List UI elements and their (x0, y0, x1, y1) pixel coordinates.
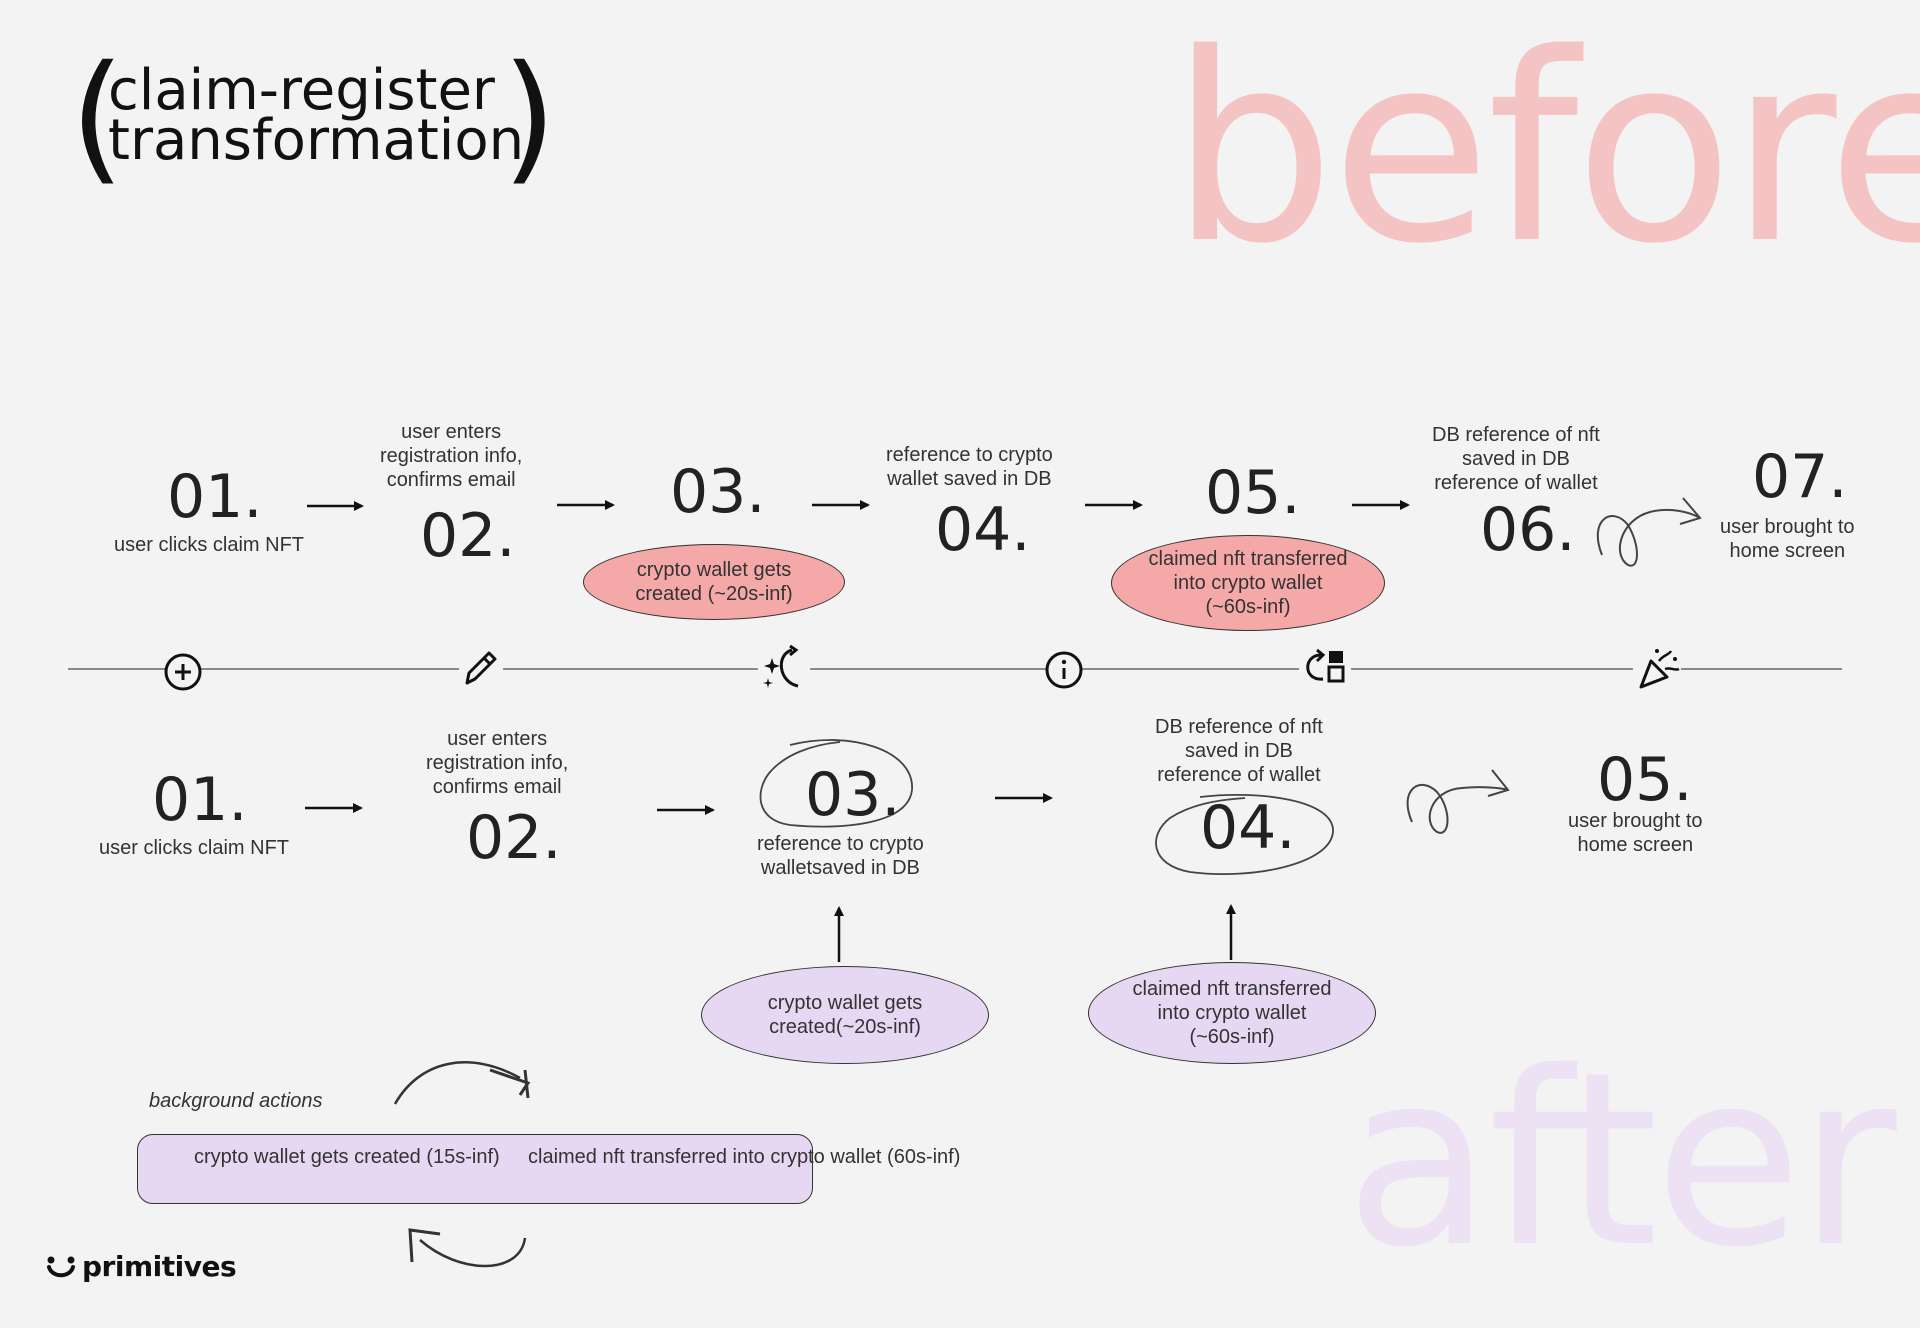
brand-name: primitives (82, 1250, 237, 1283)
smile-icon (47, 1256, 75, 1277)
pencil-icon (459, 647, 503, 691)
sparkle-refresh-icon (758, 644, 810, 692)
before-step-01-label: user clicks claim NFT (114, 534, 305, 556)
after-step-04-number: 04. (1200, 793, 1296, 863)
party-popper-icon (1633, 647, 1681, 691)
before-step-02-number: 02. (420, 501, 516, 571)
after-step-04-label: DB reference of nft saved in DB referenc… (1155, 716, 1323, 786)
after-step-03-number: 03. (805, 760, 901, 830)
before-step-04-label: reference to crypto wallet saved in DB (886, 444, 1053, 490)
background-item-nft: claimed nft transferred into crypto wall… (528, 1146, 961, 1168)
plus-circle-icon (164, 653, 202, 691)
after-step-05-label: user brought to home screen (1568, 810, 1703, 856)
loop-arrow-after (1406, 783, 1509, 834)
background-actions-box: crypto wallet gets created (15s-inf) cla… (137, 1134, 960, 1204)
after-step-02-number: 02. (466, 803, 562, 873)
before-step-07-label: user brought to home screen (1720, 516, 1855, 562)
curve-arrow-top (393, 1061, 521, 1105)
after-arrows (305, 793, 1236, 962)
before-step-04-number: 04. (935, 495, 1031, 565)
after-step-02-label: user enters registration info, confirms … (426, 728, 569, 798)
scribble-circle-04 (1155, 794, 1334, 875)
background-item-wallet: crypto wallet gets created (15s-inf) (194, 1146, 500, 1168)
loop-arrow-before (1596, 508, 1701, 567)
before-step-03-number: 03. (670, 457, 766, 527)
info-icon (1045, 651, 1083, 689)
title-line-1: claim-register (108, 58, 495, 123)
after-step-01-number: 01. (152, 765, 248, 835)
title-paren-open: ( (70, 36, 125, 199)
before-step-01-number: 01. (167, 462, 263, 532)
before-arrows (307, 500, 1410, 511)
before-step-02-label: user enters registration info, confirms … (380, 421, 523, 491)
after-step-01-label: user clicks claim NFT (99, 837, 290, 859)
curve-arrow-bottom (419, 1237, 527, 1268)
background-actions-label: background actions (149, 1090, 323, 1112)
after-heading: after (1345, 1020, 1897, 1300)
refresh-blocks-icon (1299, 645, 1351, 689)
before-step-06-label: DB reference of nft saved in DB referenc… (1432, 424, 1600, 494)
after-async-wallet-ellipse: crypto wallet gets created(~20s-inf) (701, 966, 989, 1064)
after-async-nft-ellipse: claimed nft transferred into crypto wall… (1088, 962, 1376, 1064)
brand-logo: primitives (46, 1250, 237, 1283)
after-step-03-label: reference to crypto walletsaved in DB (757, 833, 924, 879)
title-paren-close: ) (502, 36, 557, 199)
before-step-03-ellipse: crypto wallet gets created (~20s-inf) (583, 544, 845, 620)
before-step-06-number: 06. (1480, 495, 1576, 565)
before-step-07-number: 07. (1752, 442, 1848, 512)
scribble-circle-03 (759, 739, 913, 828)
before-step-05-ellipse: claimed nft transferred into crypto wall… (1111, 535, 1385, 631)
before-step-05-number: 05. (1205, 458, 1301, 528)
title-line-2: transformation (108, 108, 525, 173)
before-heading: before (1170, 0, 1920, 301)
after-step-05-number: 05. (1597, 745, 1693, 815)
